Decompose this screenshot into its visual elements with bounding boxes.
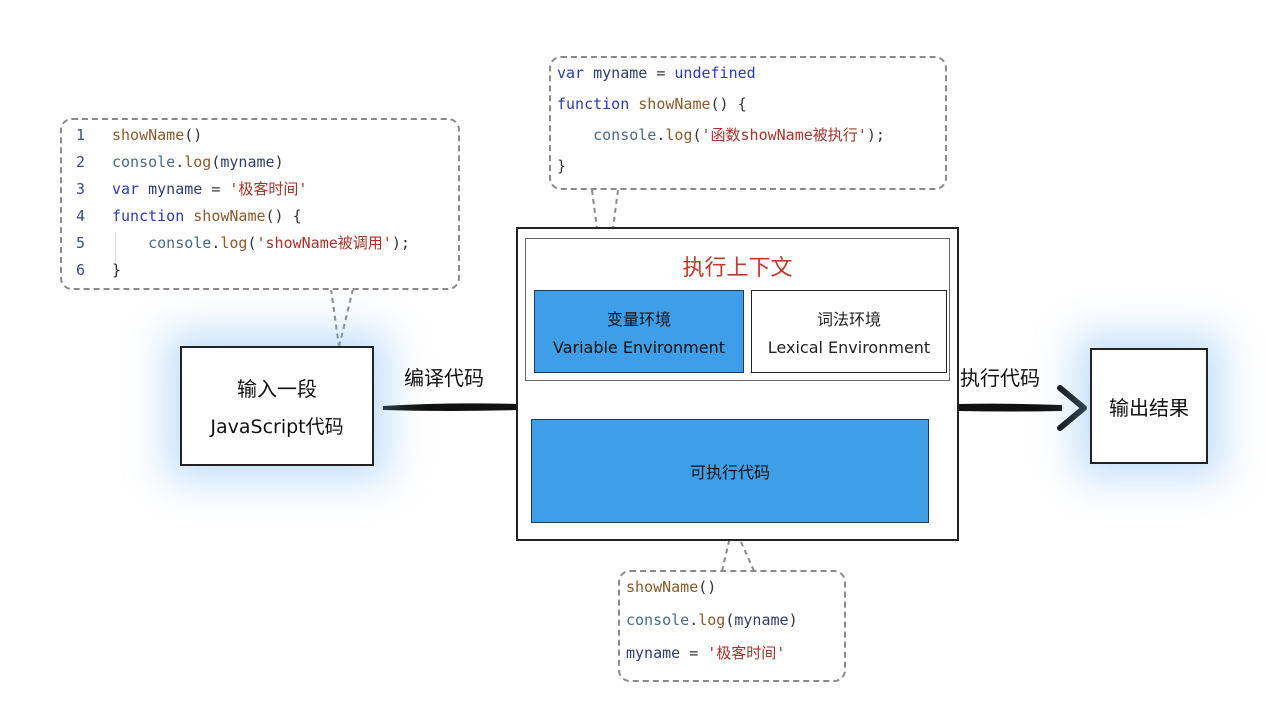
- output-box: 输出结果: [1090, 348, 1208, 464]
- line-number: 5: [76, 234, 86, 252]
- code-line: showName(): [626, 576, 716, 598]
- code-token: =: [680, 644, 708, 662]
- code-token: '极客时间': [229, 180, 308, 198]
- code-token: () {: [265, 207, 302, 225]
- variable-env-en: Variable Environment: [552, 338, 726, 357]
- line-number: 6: [76, 261, 86, 279]
- code-token: =: [202, 180, 230, 198]
- code-token: myname: [593, 64, 648, 82]
- code-token: console: [557, 126, 657, 144]
- lexical-env-en: Lexical Environment: [767, 338, 931, 357]
- variable-environment-box: 变量环境 Variable Environment: [534, 290, 744, 373]
- code-token: showName: [626, 578, 699, 596]
- code-line: console.log(myname): [626, 609, 798, 631]
- code-token: .: [175, 153, 185, 171]
- code-token: (: [247, 234, 257, 252]
- code-token: log: [698, 611, 726, 629]
- code-token: myname: [734, 611, 789, 629]
- lexical-environment-box: 词法环境 Lexical Environment: [751, 290, 947, 373]
- code-token: .: [211, 234, 221, 252]
- lexical-env-zh: 词法环境: [816, 310, 881, 329]
- code-token: showName: [193, 207, 266, 225]
- code-token: showName: [112, 126, 185, 144]
- code-token: '函数showName被执行': [701, 126, 867, 144]
- line-number: 2: [76, 153, 86, 171]
- input-box: 输入一段 JavaScript代码: [180, 346, 374, 466]
- code-line: myname = '极客时间': [626, 642, 785, 664]
- source-callout-tail: [332, 288, 352, 348]
- code-line: showName(): [112, 124, 202, 146]
- code-token: log: [665, 126, 693, 144]
- code-token: =: [647, 64, 675, 82]
- code-token: (: [692, 126, 702, 144]
- executable-code-box: 可执行代码: [531, 419, 929, 523]
- code-token: myname: [220, 153, 275, 171]
- code-token: .: [689, 611, 699, 629]
- code-token: ): [788, 611, 798, 629]
- code-line: var myname = '极客时间': [112, 178, 307, 200]
- line-number: 4: [76, 207, 86, 225]
- code-token: var: [557, 64, 594, 82]
- code-token: console: [112, 234, 212, 252]
- code-token: () {: [710, 95, 747, 113]
- code-line: var myname = undefined: [557, 62, 756, 84]
- code-token: showName: [638, 95, 711, 113]
- output-box-label: 输出结果: [1109, 395, 1189, 420]
- compile-label: 编译代码: [404, 366, 484, 390]
- code-token: (: [211, 153, 221, 171]
- execute-arrowhead: [1057, 385, 1087, 431]
- code-token: ): [274, 153, 284, 171]
- variable-env-zh: 变量环境: [606, 310, 671, 329]
- code-token: (): [698, 578, 717, 596]
- code-guide-line: [115, 232, 116, 276]
- executable-code-label: 可执行代码: [689, 463, 770, 482]
- code-token: );: [391, 234, 410, 252]
- code-token: );: [866, 126, 885, 144]
- code-token: undefined: [674, 64, 756, 82]
- code-token: .: [656, 126, 666, 144]
- code-token: 'showName被调用': [256, 234, 392, 252]
- code-token: console: [626, 611, 690, 629]
- input-box-line1: 输入一段: [237, 377, 317, 401]
- code-token: }: [112, 261, 122, 279]
- code-token: console: [112, 153, 176, 171]
- execute-label: 执行代码: [960, 366, 1040, 390]
- context-title: 执行上下文: [682, 256, 793, 281]
- code-token: myname: [626, 644, 681, 662]
- code-line: }: [112, 259, 121, 281]
- code-token: myname: [148, 180, 203, 198]
- code-token: '极客时间': [707, 644, 786, 662]
- input-box-line2: JavaScript代码: [210, 416, 344, 438]
- execute-arrow: [958, 403, 1062, 412]
- code-token: var: [112, 180, 149, 198]
- code-line: console.log(myname): [112, 151, 284, 173]
- code-token: }: [557, 157, 567, 175]
- code-token: function: [557, 95, 639, 113]
- code-token: (): [184, 126, 203, 144]
- code-line: }: [557, 155, 566, 177]
- line-number: 1: [76, 126, 86, 144]
- code-line: function showName() {: [557, 93, 747, 115]
- code-token: function: [112, 207, 194, 225]
- code-token: log: [220, 234, 248, 252]
- line-number: 3: [76, 180, 86, 198]
- compile-arrow: [383, 403, 519, 411]
- code-token: (: [725, 611, 735, 629]
- code-token: log: [184, 153, 212, 171]
- code-line: function showName() {: [112, 205, 302, 227]
- code-line: console.log('函数showName被执行');: [557, 124, 885, 146]
- executable-code-callout: showName()console.log(myname)myname = '极…: [618, 570, 846, 682]
- code-line: console.log('showName被调用');: [112, 232, 410, 254]
